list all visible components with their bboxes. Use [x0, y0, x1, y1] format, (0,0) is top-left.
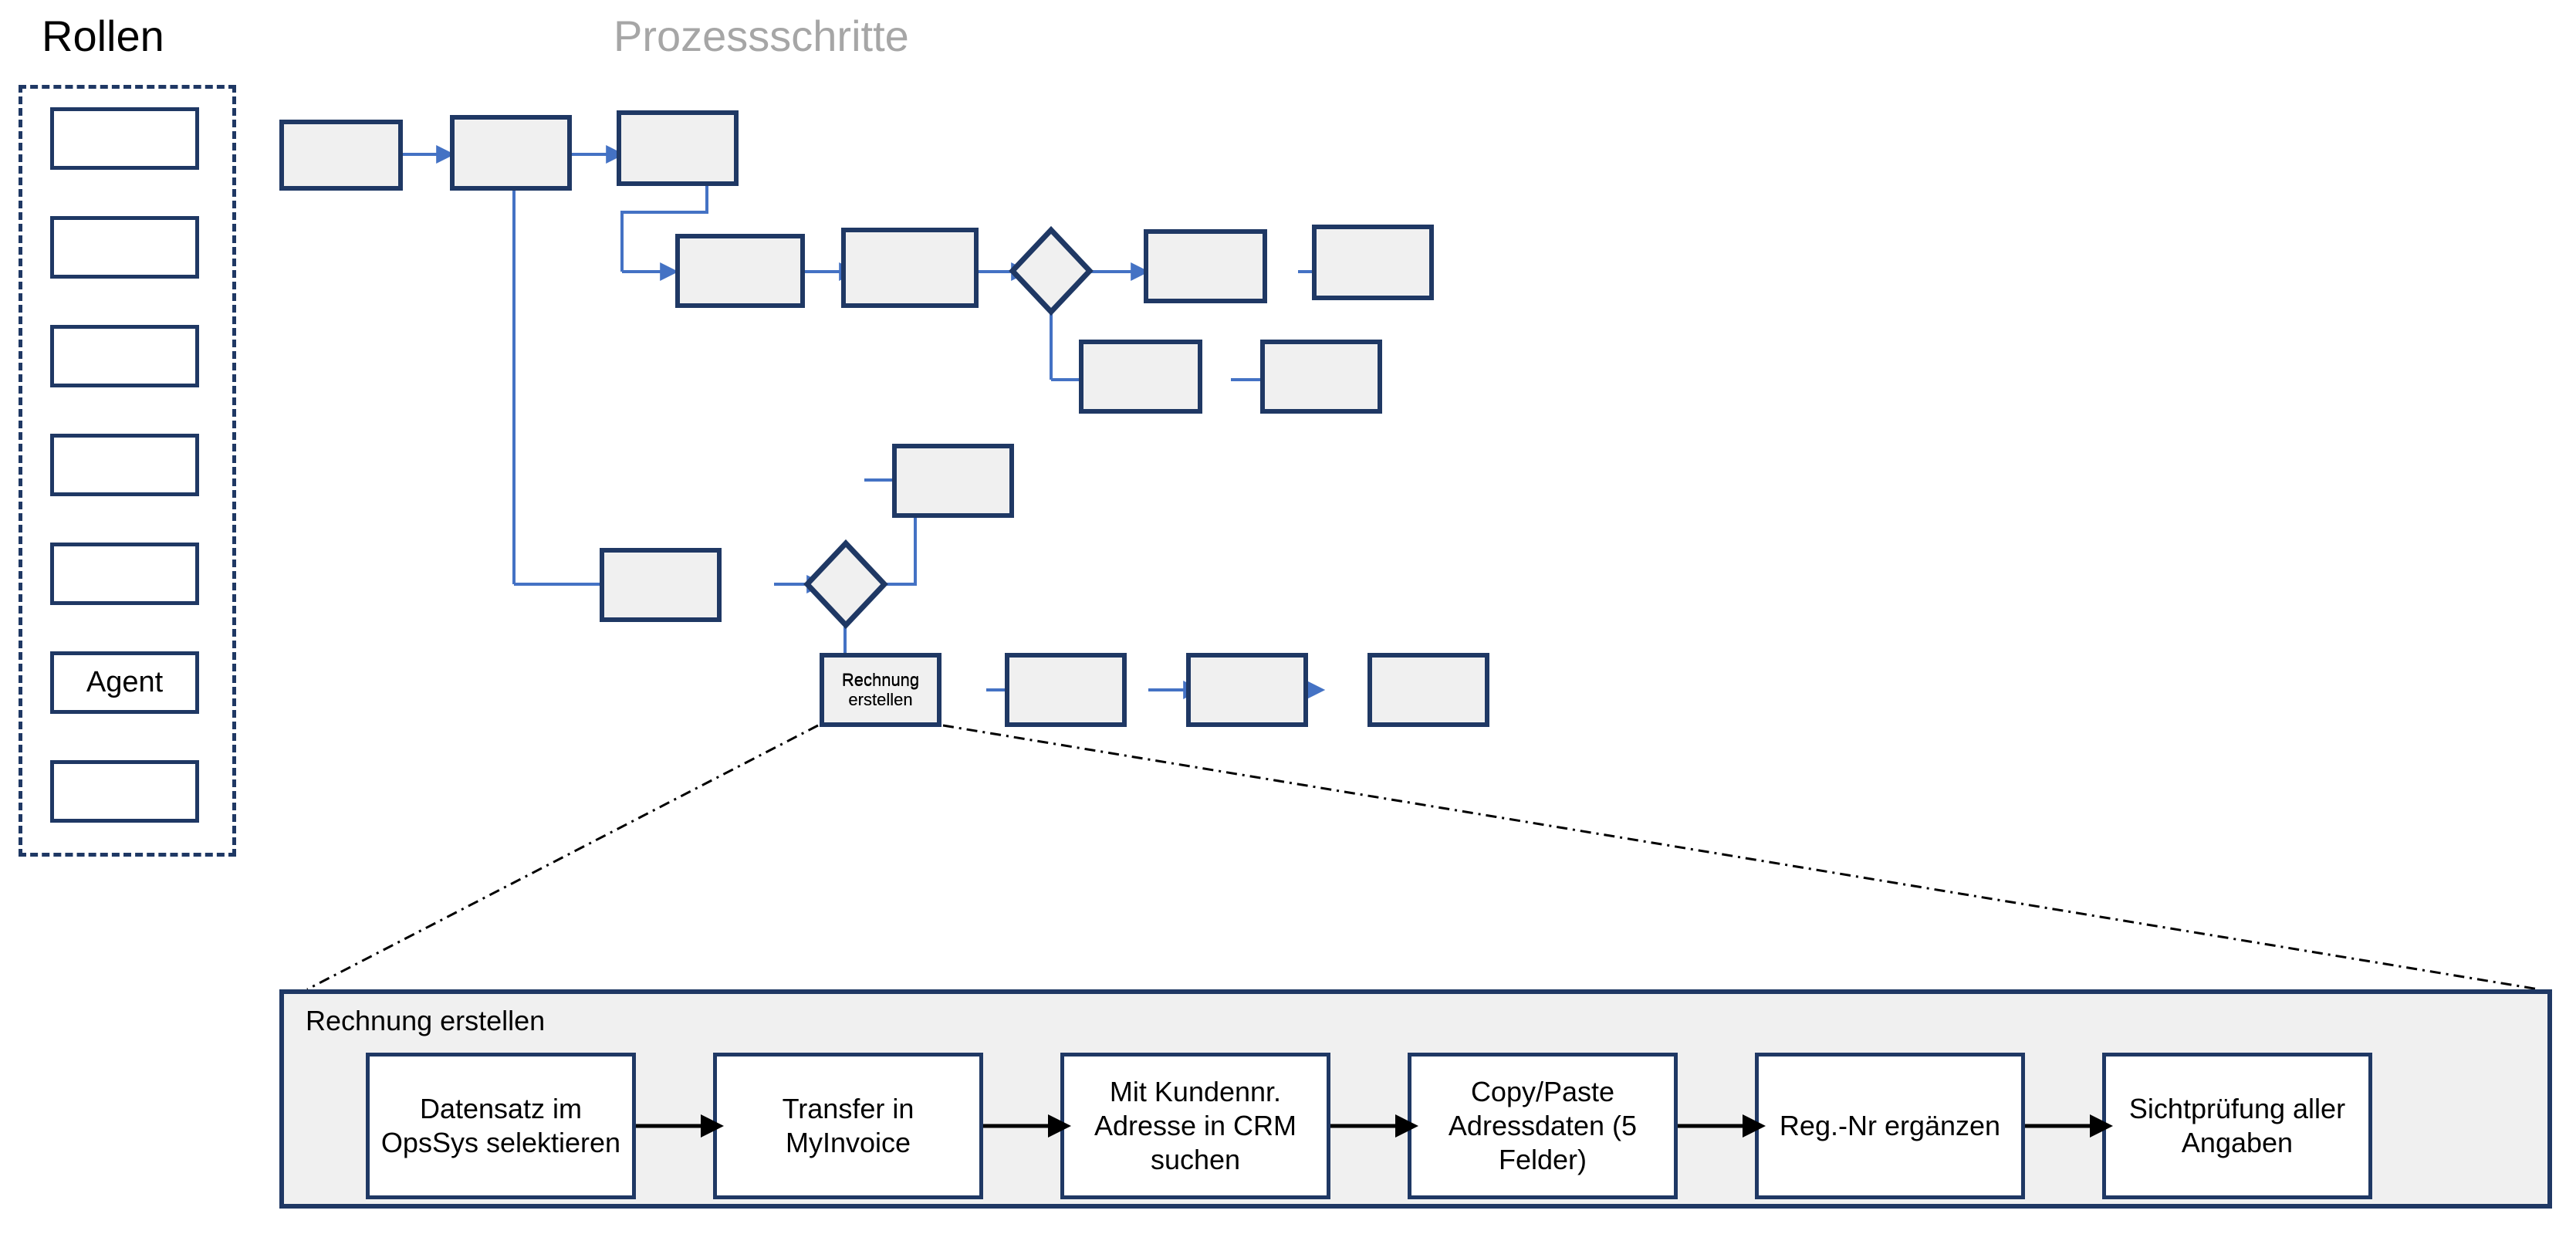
- flow-node-n11[interactable]: [600, 548, 722, 622]
- flow-node-n2[interactable]: [450, 115, 572, 191]
- flow-node-n10[interactable]: [892, 444, 1014, 518]
- detail-panel-title: Rechnung erstellen: [306, 1005, 546, 1036]
- flow-decision-d2[interactable]: [803, 539, 889, 630]
- detail-step-5[interactable]: Reg.-Nr ergänzen: [1755, 1053, 2025, 1199]
- role-box-7[interactable]: [50, 760, 199, 823]
- flow-node-n14[interactable]: [1186, 653, 1308, 727]
- detail-step-4[interactable]: Copy/Paste Adressdaten (5 Felder): [1408, 1053, 1678, 1199]
- roles-swimlane-group: Agent: [19, 85, 236, 857]
- flow-node-n13[interactable]: [1005, 653, 1127, 727]
- role-box-1[interactable]: [50, 107, 199, 170]
- role-box-5[interactable]: [50, 543, 199, 605]
- flow-node-n4[interactable]: [675, 234, 805, 308]
- role-box-3[interactable]: [50, 325, 199, 387]
- detail-step-6[interactable]: Sichtprüfung aller Angaben: [2102, 1053, 2372, 1199]
- flow-node-n3[interactable]: [617, 110, 739, 186]
- flow-node-n15[interactable]: [1367, 653, 1489, 727]
- page-title-prozessschritte: Prozessschritte: [614, 12, 909, 60]
- flow-node-n7[interactable]: [1312, 225, 1434, 300]
- flow-node-n6[interactable]: [1144, 229, 1267, 303]
- role-box-4[interactable]: [50, 434, 199, 496]
- role-box-2[interactable]: [50, 216, 199, 279]
- flow-decision-d1[interactable]: [1008, 225, 1094, 316]
- detail-step-3[interactable]: Mit Kundennr. Adresse in CRM suchen: [1060, 1053, 1330, 1199]
- page-title-rollen: Rollen: [42, 12, 164, 60]
- flow-node-rechnung-erstellen[interactable]: Rechnung erstellen: [820, 653, 941, 727]
- detail-panel-rechnung-erstellen: Rechnung erstellen Datensatz im OpsSys s…: [279, 989, 2552, 1209]
- detail-step-2[interactable]: Transfer in MyInvoice: [713, 1053, 983, 1199]
- flow-node-n8[interactable]: [1079, 340, 1202, 414]
- detail-step-1[interactable]: Datensatz im OpsSys selektieren: [366, 1053, 636, 1199]
- flow-node-n1[interactable]: [279, 120, 403, 191]
- role-box-agent[interactable]: Agent: [50, 651, 199, 714]
- flow-node-n5[interactable]: [841, 228, 979, 308]
- flow-node-n9[interactable]: [1260, 340, 1382, 414]
